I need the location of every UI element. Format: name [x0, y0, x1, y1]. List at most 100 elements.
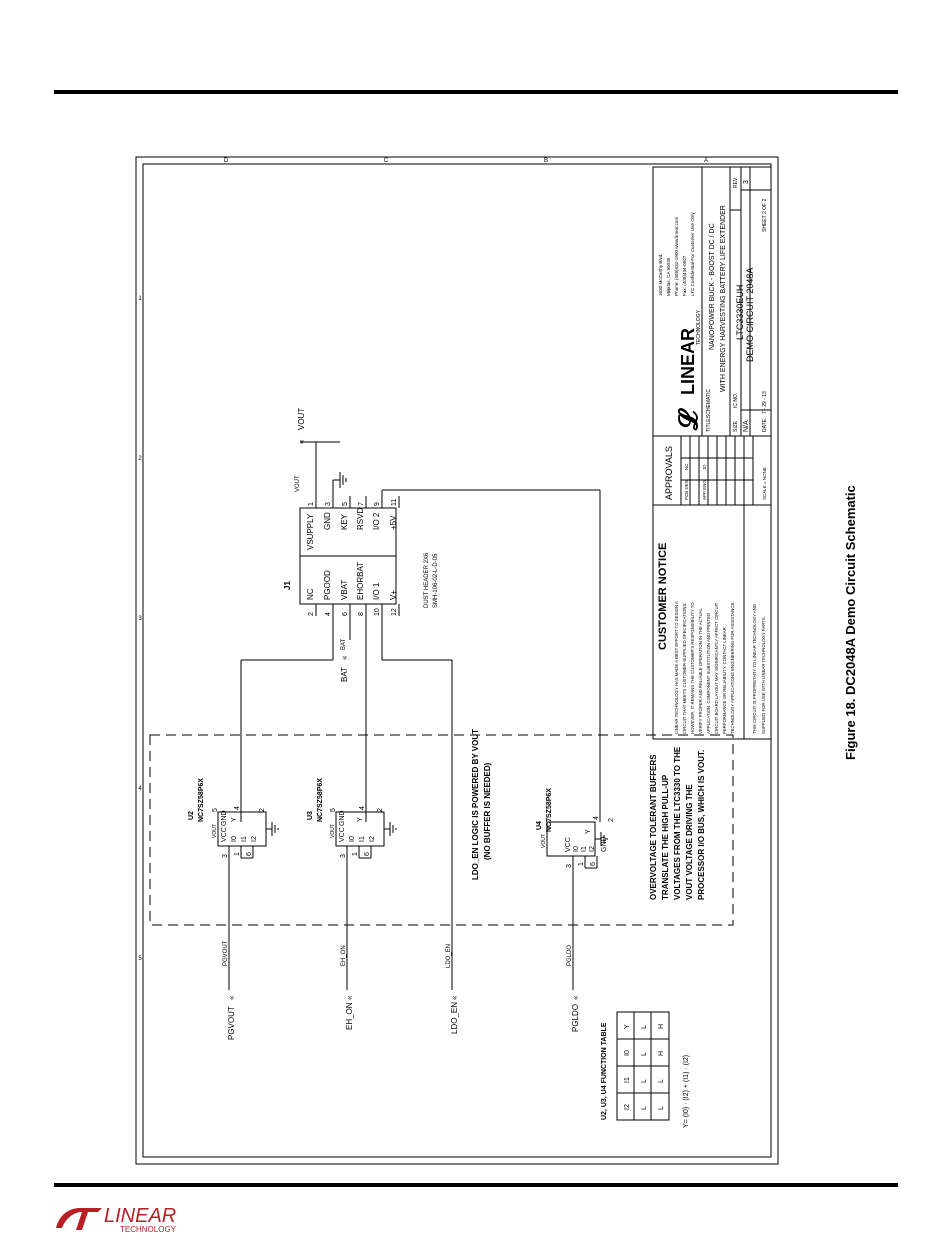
approvals-app-value: JD	[702, 464, 707, 470]
j1-pin-rsvd: RSVD	[356, 508, 365, 530]
notice-line-5: APPLICATION. COMPONENT SUBSTITUTION AND …	[706, 613, 711, 734]
ft-r2-c4: H	[658, 1024, 665, 1029]
notice-line-2: CIRCUIT THAT MEETS CUSTOMER-SUPPLIED SPE…	[682, 602, 687, 734]
j1-num-4: 4	[325, 612, 332, 616]
sheet-border	[135, 156, 779, 1165]
u2-supply: VOUT	[212, 824, 218, 838]
tb-address-2: Milpitas, CA 95035	[666, 257, 671, 296]
u2-ref: U2	[188, 811, 195, 820]
net-pgvout-label: PGVOUT	[223, 940, 229, 966]
pgldo-port-arrow: «	[571, 995, 580, 1000]
u3-pin1: 1	[352, 852, 359, 856]
ft-r1-c1: L	[641, 1106, 648, 1110]
notice-line-7: PERFORMANCE OR RELIABILITY. CONTACT LINE…	[722, 627, 727, 734]
tb-logo-sub: TECHNOLOGY	[696, 309, 702, 345]
u4-i2: I2	[589, 846, 596, 852]
tb-address-1: 1630 McCarthy Blvd.	[658, 253, 663, 296]
tb-address-3: Phone: (408)432-1900 www.linear.com	[674, 217, 679, 296]
u3-pin6: 6	[364, 852, 371, 856]
approvals-pcb-value: NC	[684, 463, 689, 470]
u2-part: NC7SZ58P6X	[198, 778, 205, 822]
ft-r2-c1: L	[658, 1106, 665, 1110]
tb-title-line1: NANOPOWER BUCK - BOOST DC / DC	[709, 223, 716, 350]
u3-pin2: 2	[377, 808, 384, 812]
u3-pin5: 5	[330, 808, 337, 812]
u3-supply: VOUT	[330, 824, 336, 838]
notice-prop-line-2: SUPPLIED FOR USE WITH LINEAR TECHNOLOGY …	[761, 616, 766, 734]
u3-y: Y	[357, 817, 364, 822]
j1-pin-pgood: PGOOD	[323, 570, 332, 600]
j1-pin-gnd: GND	[323, 512, 332, 530]
net-pgldo-label: PGLDO	[567, 945, 573, 966]
ov-note-line5: PROCESSOR I/O BUS, WHICH IS VOUT.	[697, 750, 706, 900]
notice-line-4: VERIFY PROPER AND RELIABLE OPERATION IN …	[698, 608, 703, 734]
u2-vcc: VCC	[221, 827, 228, 842]
u2-pin1: 1	[234, 852, 241, 856]
ft-header-i1: I1	[624, 1077, 631, 1083]
u4-ref: U4	[536, 821, 543, 830]
ldo-en-port-arrow: «	[450, 995, 459, 1000]
tb-logo-mark: 𝓛	[673, 407, 703, 431]
u3-i1: I1	[359, 836, 366, 842]
u2-i1: I1	[241, 836, 248, 842]
u2-gnd: GND	[221, 810, 228, 826]
j1-pin-vsupply: VSUPPLY	[306, 513, 315, 550]
tb-address-4: Fax: (408)434-0507	[682, 255, 687, 296]
tb-title-label: TITLE:	[706, 417, 712, 432]
j1-num-1: 1	[308, 502, 315, 506]
tick-side-4: 4	[138, 786, 142, 792]
j1-pin-vbat: VBAT	[340, 580, 349, 600]
net-eh-on-label: EH_ON	[341, 945, 347, 966]
u3-i2: I2	[369, 836, 376, 842]
u4-supply: VOUT	[541, 834, 547, 848]
net-vout-j1: VOUT	[295, 475, 301, 492]
ft-r1-c2: L	[641, 1079, 648, 1083]
tb-address-5: LTC Confidential-For Customer Use Only	[690, 212, 695, 296]
tick-side-1: 1	[138, 296, 142, 302]
ov-note-line3: VOLTAGES FROM THE LTC3330 TO THE	[673, 746, 682, 900]
ft-r2-c3: H	[658, 1051, 665, 1056]
j1-part2: SMH-106-02-L-D-05	[433, 553, 439, 608]
tb-sheet: SHEET 2 OF 2	[762, 199, 768, 232]
bottom-rule	[54, 1183, 898, 1187]
u3-part: NC7SZ58P6X	[317, 778, 324, 822]
j1-num-3: 3	[325, 502, 332, 506]
u3-ref: U3	[307, 811, 314, 820]
j1-pin-5v: +5V	[389, 515, 398, 530]
tick-top-2: C	[384, 158, 389, 164]
u2-pin3: 3	[222, 854, 229, 858]
u4-pin1: 1	[578, 862, 585, 866]
customer-notice-title: CUSTOMER NOTICE	[657, 543, 669, 650]
tick-side-2: 2	[138, 456, 142, 462]
tb-size-value: N/A	[743, 420, 750, 432]
u2-pin4: 4	[234, 806, 241, 810]
ft-r2-c2: L	[658, 1079, 665, 1083]
notice-line-6: CIRCUIT BOARD LAYOUT MAY SIGNIFICANTLY A…	[714, 602, 719, 734]
approvals-pcb-label: PCB DES.	[684, 479, 689, 500]
footer-logo-sub: TECHNOLOGY	[120, 1225, 177, 1234]
approvals-scale: SCALE = NONE	[762, 467, 767, 500]
j1-num-5: 5	[342, 502, 349, 506]
j1-pin-io2: I/O 2	[372, 512, 381, 530]
u3-vcc: VCC	[339, 827, 346, 842]
u4-vcc: VCC	[565, 837, 572, 852]
notice-prop-line-1: THIS CIRCUIT IS PROPRIETARY TO LINEAR TE…	[752, 604, 757, 734]
notice-line-3: HOWEVER, IT REMAINS THE CUSTOMER'S RESPO…	[690, 602, 695, 734]
u4-pin4: 4	[593, 816, 600, 820]
net-vout-port: VOUT	[297, 408, 306, 430]
j1-ref: J1	[283, 581, 292, 590]
eh-on-port-arrow: «	[345, 995, 354, 1000]
ov-note-line1: OVERVOLTAGE TOLERANT BUFFERS	[649, 754, 658, 900]
approvals-app-label: APP ENG.	[702, 479, 707, 500]
u3-pin4: 4	[359, 806, 366, 810]
tick-side-3: 3	[138, 616, 142, 622]
j1-num-2: 2	[308, 612, 315, 616]
j1-pin-ehorbat: EHORBAT	[356, 562, 365, 600]
u3-gnd: GND	[339, 810, 346, 826]
net-ldo-en-label: LDO_EN	[446, 944, 452, 968]
ov-note-line4: VOUT VOLTAGE DRIVING THE	[685, 784, 694, 900]
net-eh-on-port: EH_ON	[345, 1002, 354, 1030]
pgvout-port-arrow: «	[227, 995, 236, 1000]
u2-pin2: 2	[259, 808, 266, 812]
